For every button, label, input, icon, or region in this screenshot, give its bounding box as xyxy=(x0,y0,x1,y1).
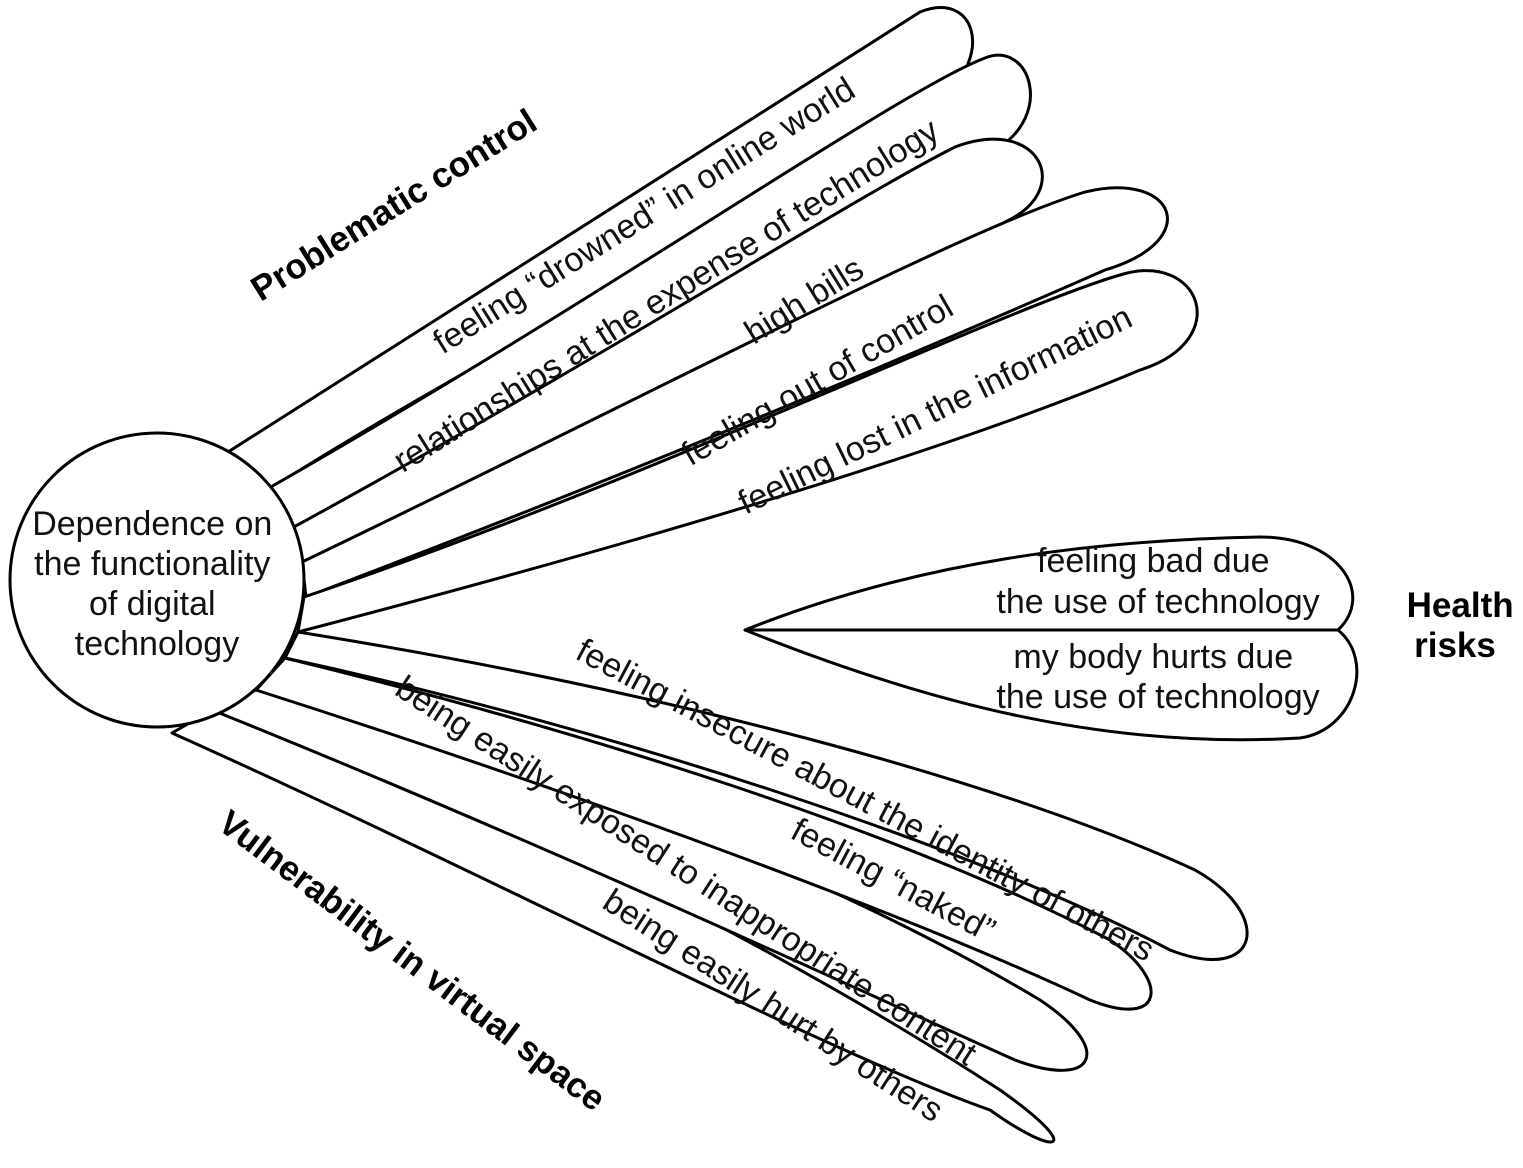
petal-out-of-control xyxy=(300,186,1169,599)
label-feeling-bad-line-2: the use of technology xyxy=(996,583,1319,621)
label-feeling-bad: feeling bad due the use of technology xyxy=(996,542,1319,621)
petal-body-hurts xyxy=(743,628,1359,742)
label-feeling-bad-line-1: feeling bad due xyxy=(1037,542,1270,580)
center-label-line-4: technology xyxy=(75,625,239,663)
label-body-hurts-line-2: the use of technology xyxy=(996,678,1319,716)
group-label-problematic-control: Problematic control xyxy=(244,102,543,309)
label-body-hurts: my body hurts due the use of technology xyxy=(996,638,1319,716)
petal-feeling-bad xyxy=(743,535,1355,632)
center-label-line-3: of digital xyxy=(89,585,216,623)
petal-feeling-naked xyxy=(254,656,1153,1011)
petal-insecure-identity xyxy=(283,630,1249,961)
group-label-health-risks-line-2: risks xyxy=(1414,626,1496,665)
center-label-line-2: the functionality xyxy=(34,545,270,583)
label-body-hurts-line-1: my body hurts due xyxy=(1013,638,1293,676)
center-label-line-1: Dependence on xyxy=(32,505,272,543)
center-label: Dependence on the functionality of digit… xyxy=(32,505,282,663)
center-hub xyxy=(8,431,306,729)
group-label-health-risks: Health risks xyxy=(1407,586,1523,665)
petal-lost-in-information xyxy=(296,269,1199,634)
group-label-health-risks-line-1: Health xyxy=(1407,586,1514,625)
